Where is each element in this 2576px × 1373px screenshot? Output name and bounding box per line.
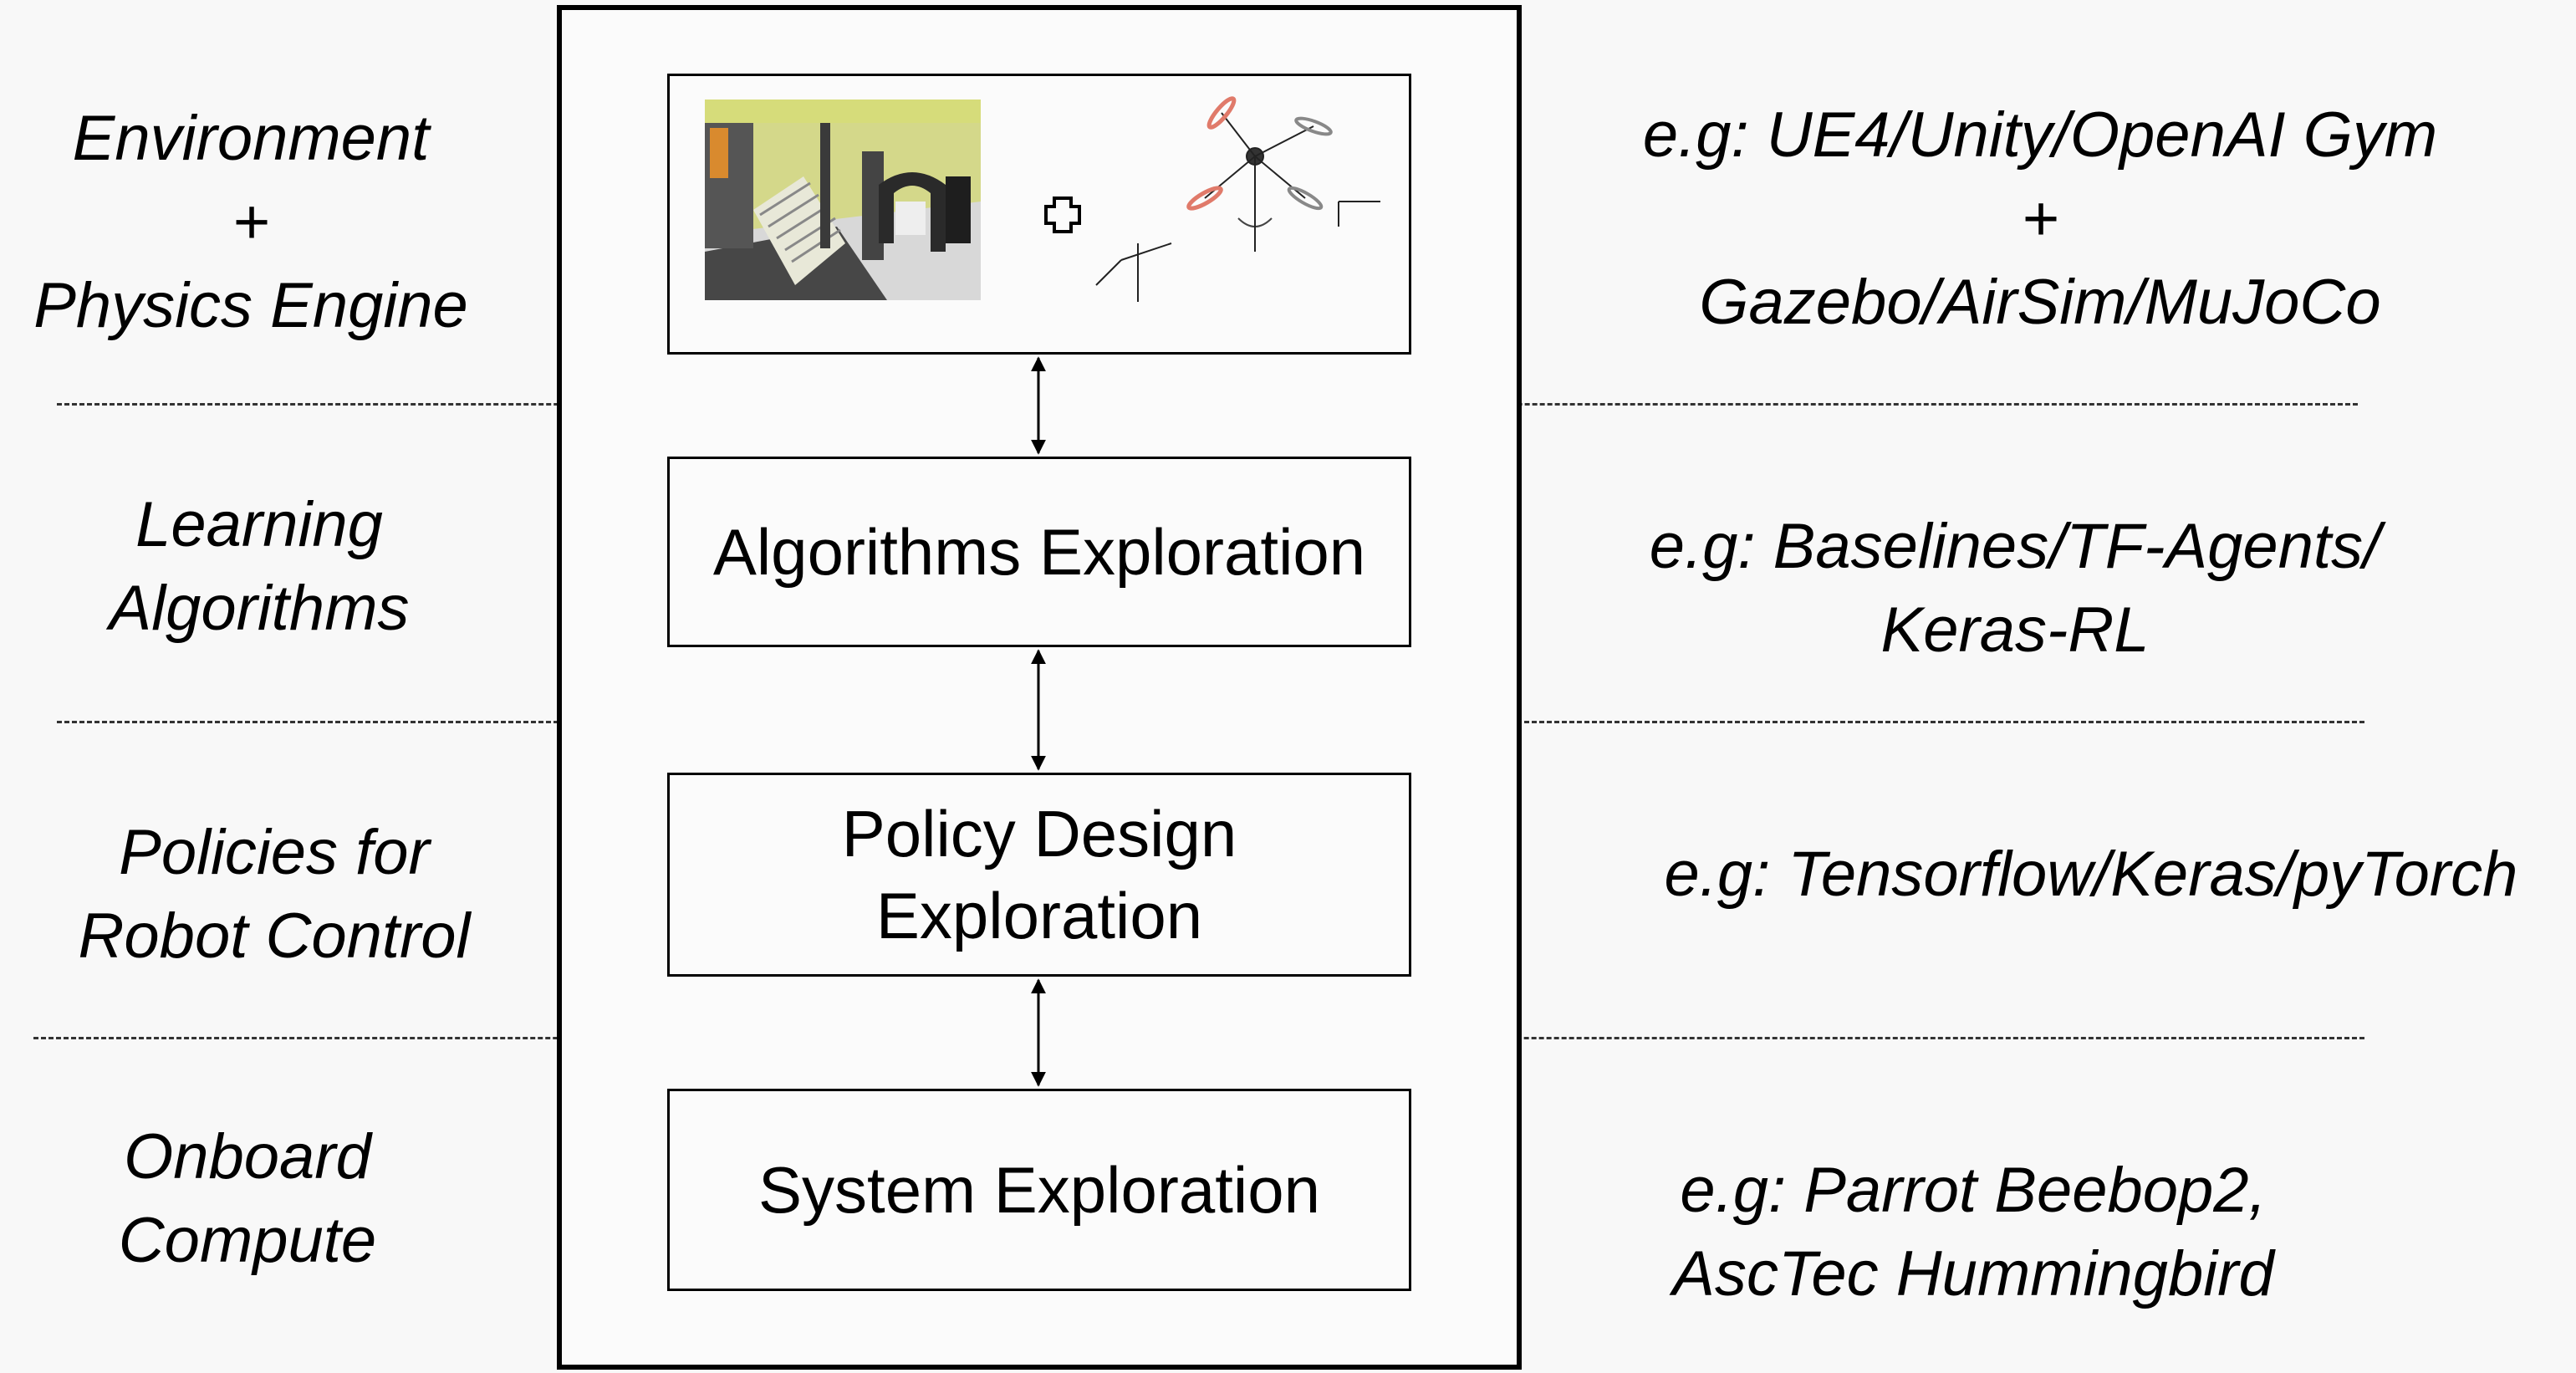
label-onboard-compute: Onboard Compute: [0, 1115, 498, 1283]
example-line: e.g: Baselines/TF-Agents/: [1649, 511, 2381, 582]
stage-label: System Exploration: [758, 1153, 1320, 1227]
example-line: e.g: Parrot Beebop2,: [1680, 1155, 2267, 1226]
label-line: Algorithms: [109, 573, 410, 644]
label-policies-robot-control: Policies for Robot Control: [23, 811, 525, 978]
example-line: Gazebo/AirSim/MuJoCo: [1699, 267, 2381, 338]
example-line: +: [2021, 183, 2059, 254]
examples-environment: e.g: UE4/Unity/OpenAI Gym + Gazebo/AirSi…: [1580, 94, 2500, 345]
examples-policies: e.g: Tensorflow/Keras/pyTorch: [1610, 833, 2572, 916]
policy-design-exploration-box: Policy Design Exploration: [667, 773, 1411, 977]
quadrotor-diagram-icon: [1095, 96, 1380, 302]
examples-onboard: e.g: Parrot Beebop2, AscTec Hummingbird: [1614, 1149, 2333, 1316]
label-line: Onboard: [124, 1121, 371, 1192]
label-line: Learning: [135, 489, 383, 560]
algorithms-exploration-box: Algorithms Exploration: [667, 457, 1411, 647]
label-line: Policies for: [119, 817, 430, 888]
example-line: e.g: Tensorflow/Keras/pyTorch: [1664, 839, 2518, 910]
examples-learning: e.g: Baselines/TF-Agents/ Keras-RL: [1572, 505, 2458, 672]
plus-outline-icon: [1044, 197, 1081, 233]
label-line: Compute: [118, 1205, 377, 1276]
stage-label: Policy Design: [841, 797, 1237, 870]
example-line: AscTec Hummingbird: [1672, 1238, 2274, 1309]
env-illustration: [705, 96, 1380, 302]
label-line: Physics Engine: [33, 270, 468, 341]
label-line: +: [232, 186, 270, 258]
stage-label: Exploration: [875, 879, 1203, 952]
simulation-scene-thumbnail: [705, 100, 981, 300]
label-learning-algorithms: Learning Algorithms: [8, 483, 510, 651]
environment-physics-box: [667, 74, 1411, 355]
example-line: Keras-RL: [1880, 595, 2150, 666]
label-line: Robot Control: [78, 901, 471, 972]
example-line: e.g: UE4/Unity/OpenAI Gym: [1642, 100, 2438, 171]
label-environment-physics: Environment + Physics Engine: [0, 97, 502, 348]
stage-label: Algorithms Exploration: [712, 515, 1366, 589]
system-exploration-box: System Exploration: [667, 1089, 1411, 1291]
label-line: Environment: [72, 103, 430, 174]
